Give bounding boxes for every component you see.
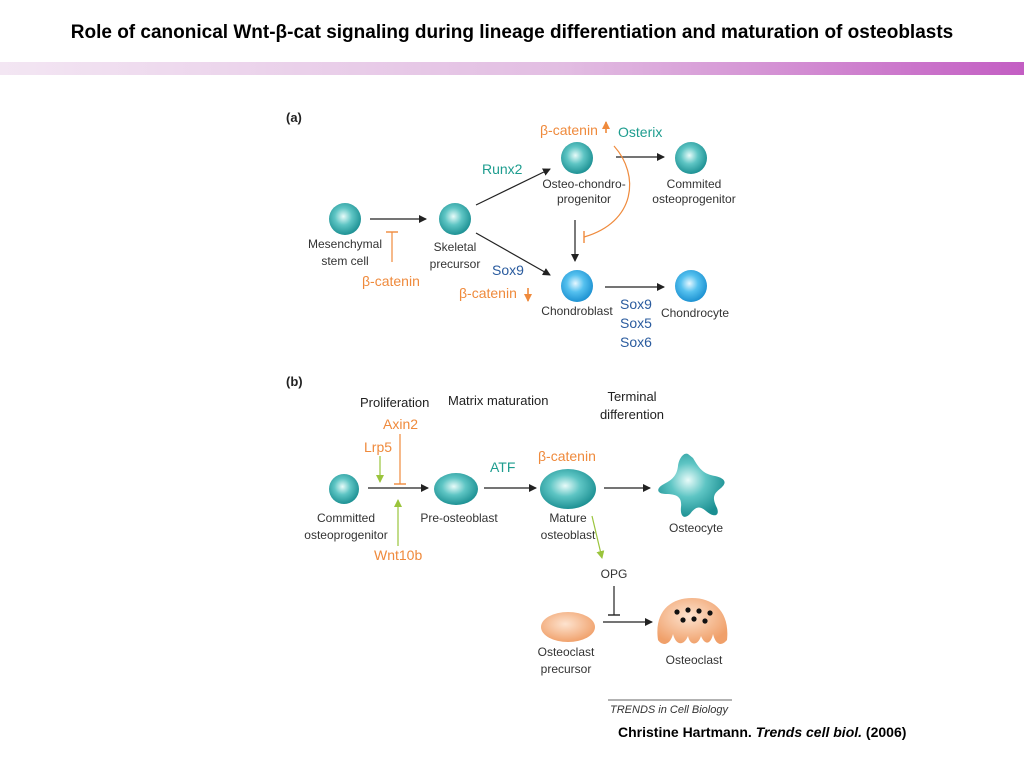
osteoclast-precursor-cell	[541, 612, 595, 642]
label-chondroblast: Chondroblast	[541, 304, 613, 318]
committed-osteoprogenitor-cell	[675, 142, 707, 174]
label-pre-osteoblast: Pre-osteoblast	[420, 511, 498, 525]
factor-osterix: Osterix	[618, 124, 662, 140]
panel-b-label: (b)	[286, 374, 303, 389]
label-skeletal-2: precursor	[430, 257, 481, 271]
slide-title: Role of canonical Wnt-β-cat signaling du…	[70, 22, 954, 43]
stage-matrix-maturation: Matrix maturation	[448, 393, 548, 408]
label-mature-2: osteoblast	[541, 528, 596, 542]
label-osteoclast: Osteoclast	[666, 653, 723, 667]
label-mesenchymal-1: Mesenchymal	[308, 237, 382, 251]
factor-sox5: Sox5	[620, 315, 652, 331]
label-committed-1: Commited	[667, 177, 722, 191]
factor-sox6: Sox6	[620, 334, 652, 350]
label-committed-2: osteoprogenitor	[652, 192, 735, 206]
factor-lrp5: Lrp5	[364, 439, 392, 455]
factor-sox9-mid: Sox9	[492, 262, 524, 278]
label-mesenchymal-2: stem cell	[321, 254, 368, 268]
factor-beta-catenin-top: β-catenin	[540, 122, 598, 138]
factor-beta-catenin-b: β-catenin	[538, 448, 596, 464]
title-accent-bar	[0, 62, 1024, 75]
label-osteochondro-1: Osteo-chondro-	[542, 177, 625, 191]
factor-axin2: Axin2	[383, 416, 418, 432]
stage-terminal-1: Terminal	[607, 389, 656, 404]
label-committed-b-1: Committed	[317, 511, 375, 525]
stage-terminal-2: differention	[600, 407, 664, 422]
arrow-skeletal-to-chondroblast	[475, 232, 551, 276]
factor-sox9: Sox9	[620, 296, 652, 312]
factor-wnt10b: Wnt10b	[374, 547, 422, 563]
citation-author: Christine Hartmann.	[618, 724, 752, 740]
citation-journal: Trends cell biol.	[755, 724, 863, 740]
citation-year: (2006)	[865, 724, 907, 740]
factor-atf: ATF	[490, 459, 515, 475]
osteoblast-to-opg-arrow	[591, 515, 605, 559]
label-opg: OPG	[601, 567, 628, 581]
factor-runx2: Runx2	[482, 161, 523, 177]
source-label: TRENDS in Cell Biology	[610, 704, 729, 716]
label-osteoclast-precursor-1: Osteoclast	[538, 645, 595, 659]
factor-beta-catenin-left: β-catenin	[362, 273, 420, 289]
label-skeletal-1: Skeletal	[434, 240, 477, 254]
committed-osteoprogenitor-b	[329, 474, 359, 504]
citation: Christine Hartmann. Trends cell biol. (2…	[618, 724, 906, 740]
pre-osteoblast-cell	[434, 473, 478, 505]
osteocyte-cell	[658, 453, 725, 517]
label-committed-b-2: osteoprogenitor	[304, 528, 387, 542]
label-mature-1: Mature	[549, 511, 587, 525]
label-osteocyte: Osteocyte	[669, 521, 723, 535]
factor-beta-catenin-mid: β-catenin	[459, 285, 517, 301]
osteoclast-cell	[657, 598, 728, 644]
panel-a-label: (a)	[286, 110, 302, 125]
chondrocyte-cell	[675, 270, 707, 302]
mesenchymal-stem-cell	[329, 203, 361, 235]
label-osteoclast-precursor-2: precursor	[541, 662, 592, 676]
label-osteochondro-2: progenitor	[557, 192, 611, 206]
inhibition-curve	[583, 145, 631, 238]
osteo-chondro-progenitor-cell	[561, 142, 593, 174]
mature-osteoblast-cell	[540, 469, 596, 509]
label-chondrocyte: Chondrocyte	[661, 306, 729, 320]
stage-proliferation: Proliferation	[360, 395, 429, 410]
skeletal-precursor-cell	[439, 203, 471, 235]
chondroblast-cell	[561, 270, 593, 302]
arrow-skeletal-to-osteochondro	[475, 168, 551, 206]
